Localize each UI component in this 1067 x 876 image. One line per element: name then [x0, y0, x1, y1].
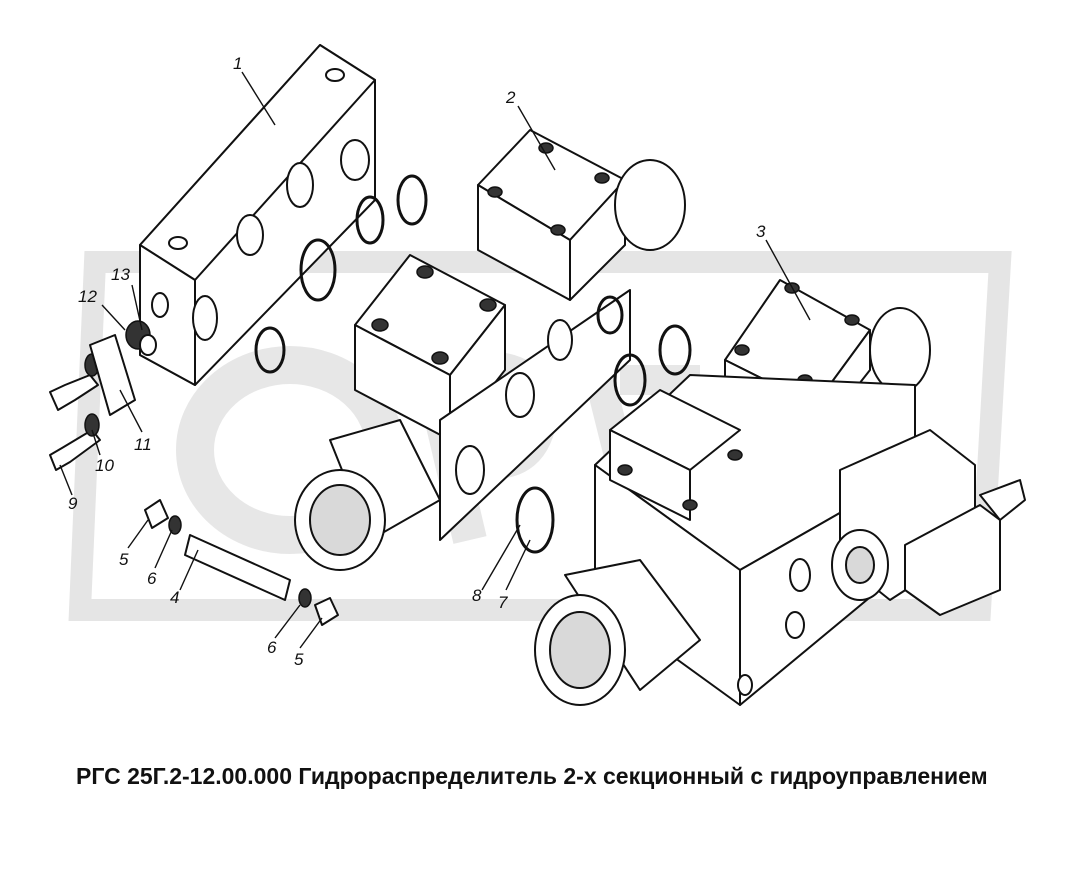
callout-7: 7 — [498, 593, 508, 612]
callout-5-left: 5 — [119, 550, 129, 569]
washer-6-left — [168, 515, 182, 535]
o-ring-seals-middle — [515, 295, 692, 554]
callout-8: 8 — [472, 586, 482, 605]
control-module-2 — [477, 129, 686, 301]
diagram-caption: РГС 25Г.2-12.00.000 Гидрораспределитель … — [76, 763, 988, 789]
nut-5-left — [144, 499, 169, 529]
callout-11: 11 — [134, 435, 152, 454]
bolt-9-lower — [49, 429, 101, 471]
washer-6-right — [298, 588, 312, 608]
callout-12: 12 — [78, 287, 97, 306]
o-ring-seals-left — [254, 174, 428, 374]
nut-5-right — [314, 597, 339, 626]
plate-11 — [89, 334, 136, 416]
callout-10: 10 — [95, 456, 114, 475]
seal-13 — [139, 334, 157, 356]
fasteners — [49, 320, 339, 626]
bolt-9-upper — [49, 374, 99, 411]
callout-6-right: 6 — [267, 638, 277, 657]
callout-2: 2 — [506, 88, 516, 107]
washer-10-lower — [84, 413, 100, 437]
stud-4 — [184, 534, 291, 601]
valve-section-right — [534, 374, 1026, 706]
valve-section-left — [294, 254, 631, 571]
callout-3: 3 — [756, 222, 766, 241]
leader-lines — [59, 71, 811, 649]
callout-6-left: 6 — [147, 569, 157, 588]
callout-13: 13 — [111, 265, 130, 284]
callout-4: 4 — [170, 588, 180, 607]
callout-9: 9 — [68, 494, 78, 513]
callout-1: 1 — [233, 54, 243, 73]
callout-5-right: 5 — [294, 650, 304, 669]
